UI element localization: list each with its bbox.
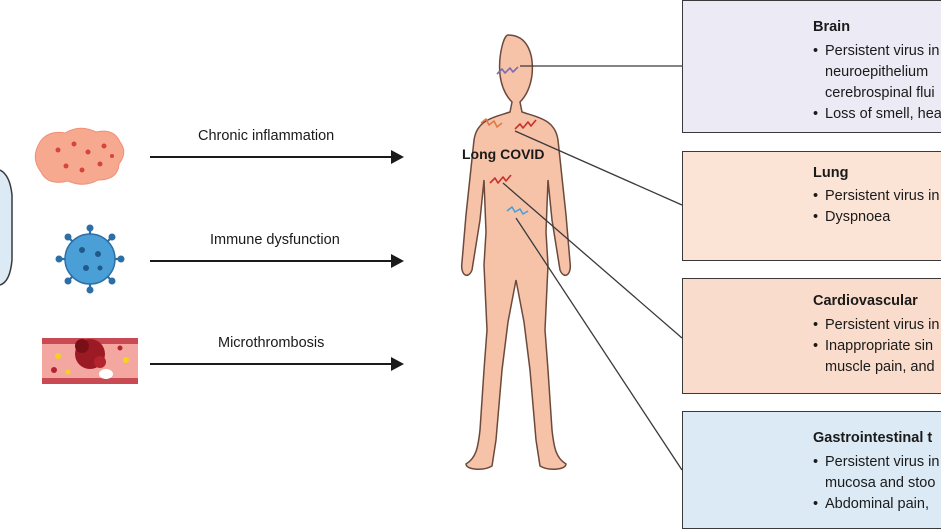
partial-left-figure [0,169,13,286]
human-body-icon [460,34,572,470]
bullet-text: cerebrospinal flui [825,85,935,101]
organ-title-gastrointestinal: Gastrointestinal t [813,430,933,446]
virus-icon [55,224,125,294]
inflamed-cells-icon [34,127,125,185]
organ-bullets-cardiovascular: Persistent virus in Inappropriate sin mus… [813,315,939,378]
organ-box-cardiovascular: Cardiovascular Persistent virus in Inapp… [682,278,941,394]
arrow-immune-dysfunction [150,254,404,268]
bullet-text: muscle pain, and [825,359,935,375]
bullet-text: Inappropriate sin [825,338,934,354]
bullet-item: Persistent virus in [813,186,939,207]
organ-box-lung: Lung Persistent virus in Dyspnoea [682,151,941,261]
bullet-text: Loss of smell, hea [825,106,941,122]
organ-title-brain: Brain [813,19,851,35]
bullet-item: Abdominal pain, [813,494,939,515]
organ-bullets-lung: Persistent virus in Dyspnoea [813,186,939,228]
virus-squiggle-marks [480,66,537,215]
organ-title-cardiovascular: Cardiovascular [813,293,918,309]
cause-label-immune-dysfunction: Immune dysfunction [210,232,340,248]
bullet-text: Persistent virus in [825,43,940,59]
long-covid-label: Long COVID [462,146,545,162]
cause-label-microthrombosis: Microthrombosis [218,335,325,351]
bullet-item: Persistent virus in mucosa and stoo [813,452,939,494]
bullet-text: neuroepithelium [825,64,929,80]
bullet-text: Persistent virus in [825,454,940,470]
bullet-item: Inappropriate sin muscle pain, and [813,336,939,378]
organ-bullets-gastrointestinal: Persistent virus in mucosa and stoo Abdom… [813,452,939,515]
bullet-item: Loss of smell, hea [813,104,941,125]
organ-box-gastrointestinal: Gastrointestinal t Persistent virus in mu… [682,411,941,529]
bullet-item: Persistent virus in [813,315,939,336]
arrow-microthrombosis [150,357,404,371]
bullet-item: Dyspnoea [813,207,939,228]
organ-bullets-brain: Persistent virus in neuroepithelium cerebr… [813,41,941,125]
cause-label-chronic-inflammation: Chronic inflammation [198,128,335,144]
organ-box-brain: Brain Persistent virus in neuroepithelium… [682,0,941,133]
bullet-text: mucosa and stoo [825,475,936,491]
blood-vessel-clot-icon [42,338,138,384]
arrow-chronic-inflammation [150,150,404,164]
connector-lines [502,65,683,471]
bullet-item: Persistent virus in neuroepithelium cerebr… [813,41,941,104]
organ-title-lung: Lung [813,165,849,181]
